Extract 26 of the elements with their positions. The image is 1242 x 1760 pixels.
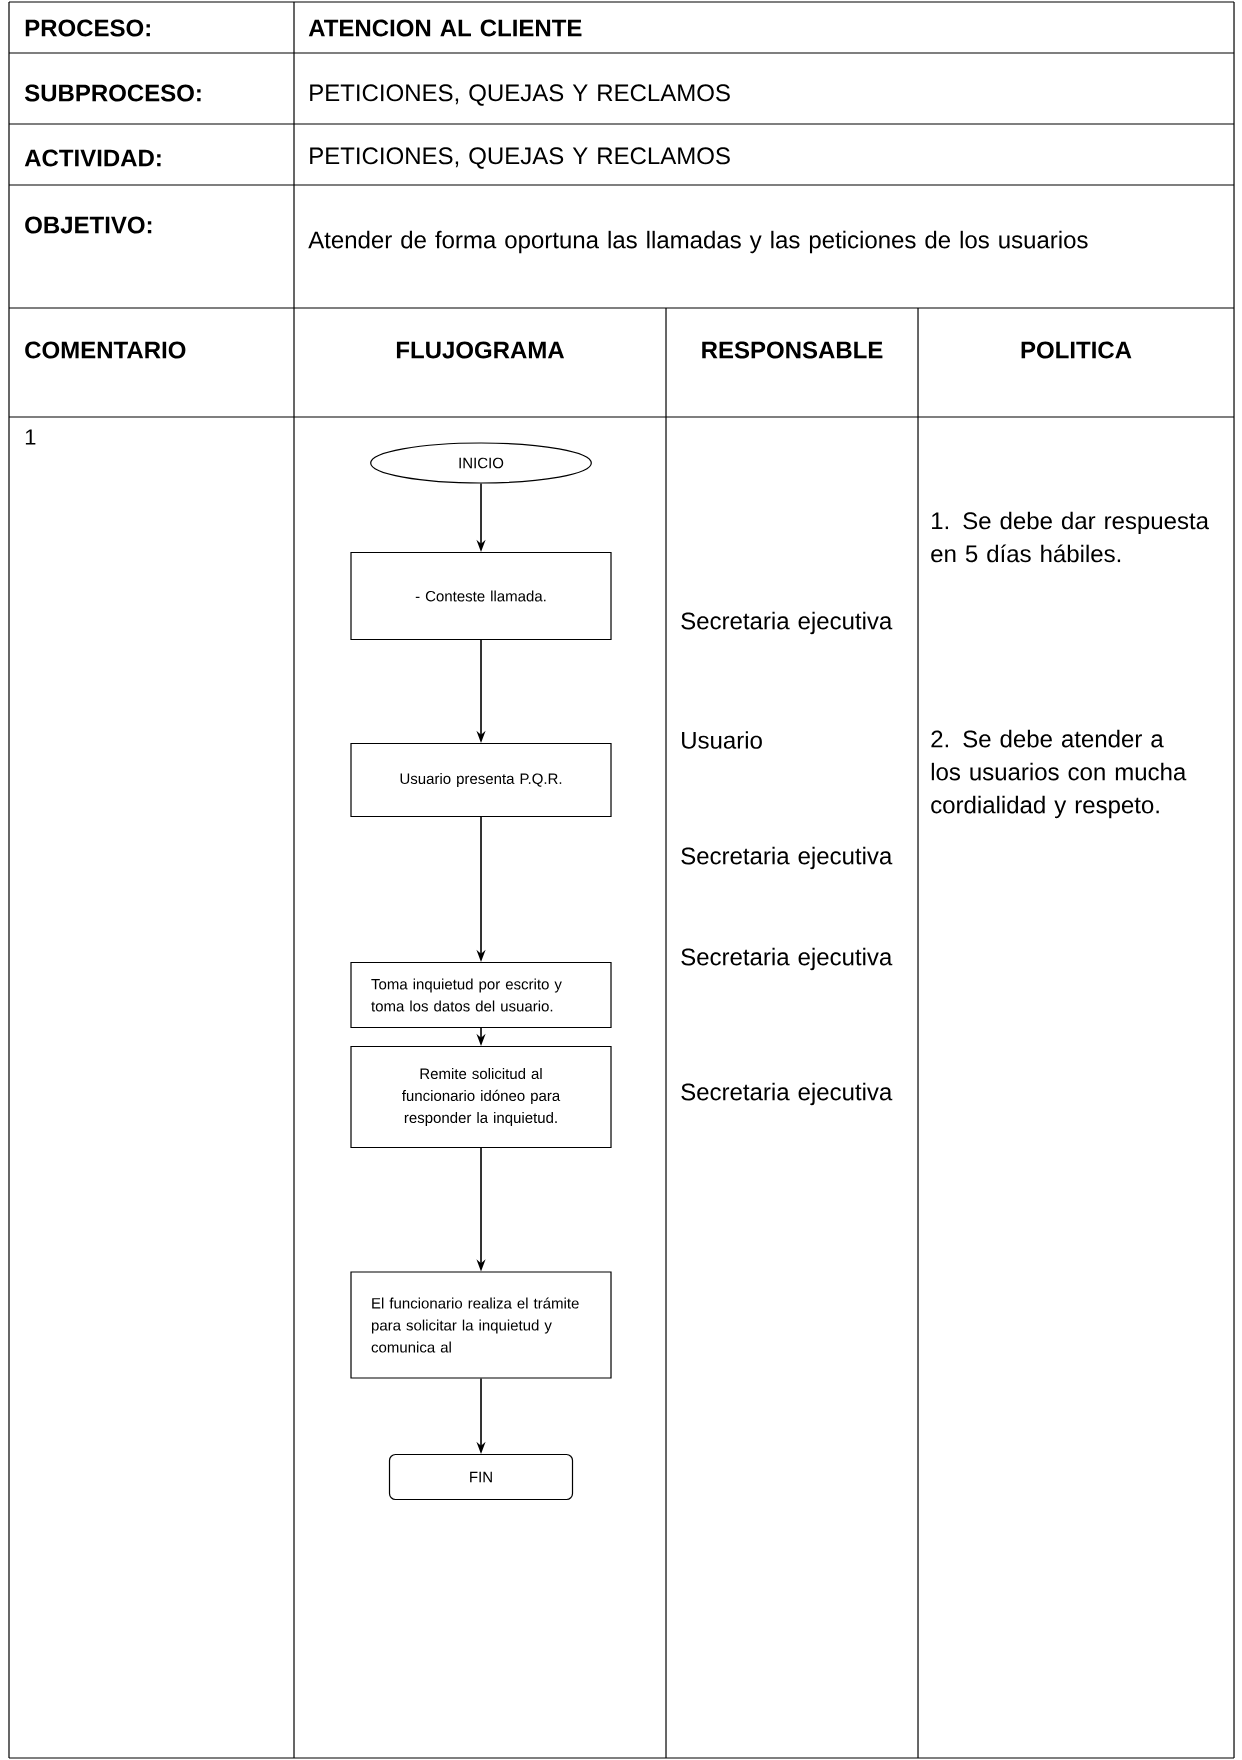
process-box: El funcionario realiza el trámite para solicitar la inquietud y comunica al [350,1271,612,1379]
responsible-role: Usuario [682,731,762,749]
comment-number: 1 [25,429,36,445]
process-box: Toma inquietud por escrito y toma los datos del usuario. [350,961,612,1029]
policy-text: 2. Se debe atender a los usuarios con mucha cordialidad y respeto. [931,729,1187,819]
process-box: - Conteste llamada. [350,551,612,641]
row-heading: OBJETIVO: [25,216,152,234]
responsible-role: Secretaria ejecutiva [681,1082,893,1106]
row-heading: ACTIVIDAD: [24,149,161,167]
row-heading: SUBPROCESO: [24,84,201,102]
process-box: Usuario presenta P.Q.R. [350,742,612,818]
row-heading: PROCESO: [25,19,150,37]
field-value: PETICIONES, QUEJAS Y RECLAMOS [310,147,730,169]
column-heading: RESPONSABLE [702,341,883,359]
process-box: Remite solicitud al funcionario idóneo para responder la inquietud. [350,1045,612,1149]
column-heading: COMENTARIO [25,341,186,359]
policy-text: 1. Se debe dar respuesta en 5 días hábiles. [931,511,1209,563]
column-heading: POLITICA [1021,341,1132,359]
field-value: Atender de forma oportuna las llamadas y las peticiones de los usuarios [308,230,1088,254]
responsible-role: Secretaria ejecutiva [681,611,893,635]
field-value: PETICIONES, QUEJAS Y RECLAMOS [310,84,730,106]
field-value: ATENCION AL CLIENTE [308,19,582,37]
responsible-role: Secretaria ejecutiva [681,846,893,870]
terminal-box: FIN [388,1453,574,1501]
column-heading: FLUJOGRAMA [396,341,565,359]
responsible-role: Secretaria ejecutiva [681,947,893,971]
